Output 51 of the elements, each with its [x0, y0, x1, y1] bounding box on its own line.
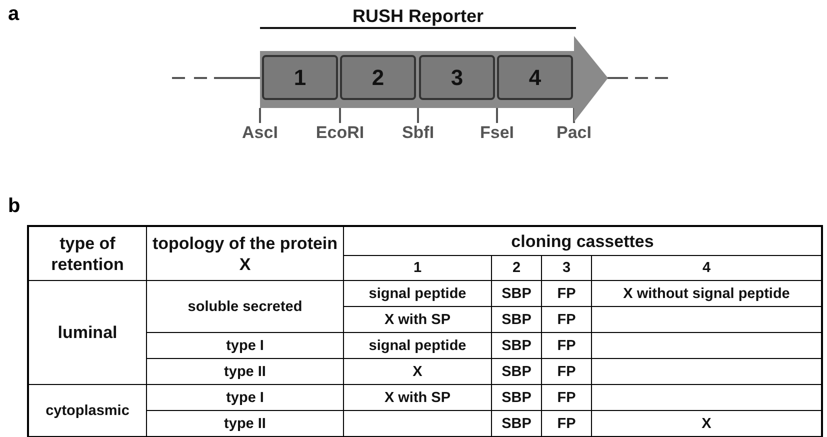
- table-cell: X without signal peptide: [592, 281, 821, 306]
- table-cell: 3: [542, 256, 591, 280]
- table-cell: type II: [147, 359, 343, 384]
- restriction-site-label: PacI: [534, 123, 614, 143]
- table-cell: soluble secreted: [147, 281, 343, 332]
- cut-site-tick: [259, 108, 261, 123]
- table-cell: FP: [542, 359, 591, 384]
- table-cell: 4: [592, 256, 821, 280]
- restriction-site-label: EcoRI: [300, 123, 380, 143]
- table-cell: FP: [542, 333, 591, 358]
- table-cell: X: [344, 359, 491, 384]
- table-cell: SBP: [492, 385, 541, 410]
- cut-site-tick: [339, 108, 341, 123]
- table-cell: SBP: [492, 307, 541, 332]
- table-cell: topology of the protein X: [147, 227, 343, 280]
- restriction-site-label: FseI: [457, 123, 537, 143]
- construct-title: RUSH Reporter: [351, 6, 485, 26]
- cassette-segment: 2: [340, 55, 416, 100]
- table-cell: type I: [147, 385, 343, 410]
- cut-site-tick: [417, 108, 419, 123]
- table-cell: X: [592, 411, 821, 436]
- table-cell: FP: [542, 385, 591, 410]
- restriction-site-label: AscI: [220, 123, 300, 143]
- table-cell: SBP: [492, 411, 541, 436]
- table-cell: SBP: [492, 359, 541, 384]
- reporter-arrow: [258, 6, 610, 122]
- table-cell: 1: [344, 256, 491, 280]
- table-cell: type I: [147, 333, 343, 358]
- panel-letter: a: [8, 4, 20, 24]
- table-cell: FP: [542, 411, 591, 436]
- cassette-segment: 4: [497, 55, 573, 100]
- panel-letter: b: [8, 196, 20, 216]
- table-cell: signal peptide: [344, 333, 491, 358]
- table-cell: 2: [492, 256, 541, 280]
- table-cell: X with SP: [344, 307, 491, 332]
- table-cell: SBP: [492, 281, 541, 306]
- table-cell: type of retention: [29, 227, 146, 280]
- cassette-segment: 3: [419, 55, 495, 100]
- table-cell: luminal: [29, 281, 146, 384]
- cut-site-tick: [573, 108, 575, 123]
- table-cell: type II: [147, 411, 343, 436]
- table-cell: cloning cassettes: [344, 227, 821, 255]
- table-cell: FP: [542, 281, 591, 306]
- table-cell: X with SP: [344, 385, 491, 410]
- restriction-site-label: SbfI: [378, 123, 458, 143]
- table-cell: SBP: [492, 333, 541, 358]
- table-cell: FP: [542, 307, 591, 332]
- table-cell: cytoplasmic: [29, 385, 146, 436]
- table-cell: signal peptide: [344, 281, 491, 306]
- cassette-segment: 1: [262, 55, 338, 100]
- cut-site-tick: [496, 108, 498, 123]
